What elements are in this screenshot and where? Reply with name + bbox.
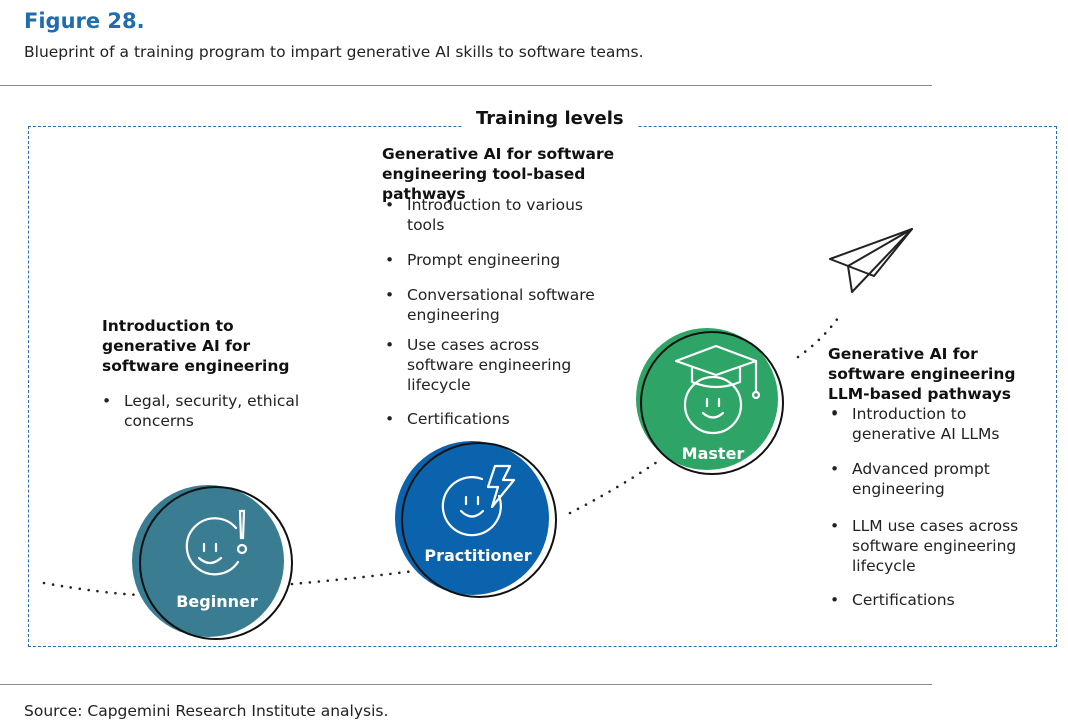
figure-subtitle: Blueprint of a training program to impar…	[24, 43, 644, 61]
beginner-bullet-list: Legal, security, ethical concerns	[102, 391, 317, 431]
beginner-heading: Introduction to generative AI for softwa…	[102, 317, 290, 375]
list-item: LLM use cases across software engineerin…	[830, 516, 1040, 576]
figure-title: Figure 28.	[24, 9, 145, 33]
progress-dotted-path	[290, 569, 416, 586]
master-heading: Generative AI for software engineering L…	[828, 345, 1016, 403]
master-bullet-list: Introduction to generative AI LLMs Advan…	[830, 403, 1040, 610]
practitioner-label: Practitioner	[424, 546, 532, 565]
progress-dotted-path	[42, 581, 142, 597]
paper-plane-icon	[829, 228, 913, 293]
top-divider	[0, 85, 932, 86]
list-item: Advanced prompt engineering	[830, 459, 1040, 499]
beginner-circle	[132, 485, 293, 640]
practitioner-bullet-list: Introduction to various tools Prompt eng…	[385, 195, 610, 429]
list-item: Legal, security, ethical concerns	[102, 391, 317, 431]
smiley-lightning-icon	[441, 464, 516, 537]
list-item: Use cases across software engineering li…	[385, 335, 610, 395]
list-item: Introduction to generative AI LLMs	[830, 404, 1040, 444]
beginner-label: Beginner	[176, 592, 258, 611]
bottom-divider	[0, 684, 932, 685]
list-item: Prompt engineering	[385, 250, 610, 270]
list-item: Conversational software engineering	[385, 285, 610, 325]
master-circle	[636, 328, 784, 475]
practitioner-heading: Generative AI for software engineering t…	[382, 145, 615, 203]
source-note: Source: Capgemini Research Institute ana…	[24, 702, 389, 720]
list-item: Introduction to various tools	[385, 195, 610, 235]
progress-dotted-path	[568, 460, 659, 515]
smiley-graduation-cap-icon	[674, 344, 761, 435]
list-item: Certifications	[385, 409, 610, 429]
master-label: Master	[681, 444, 745, 463]
smiley-exclamation-icon	[185, 509, 248, 576]
frame-title: Training levels	[462, 108, 638, 129]
list-item: Certifications	[830, 590, 1040, 610]
practitioner-circle	[395, 441, 557, 598]
